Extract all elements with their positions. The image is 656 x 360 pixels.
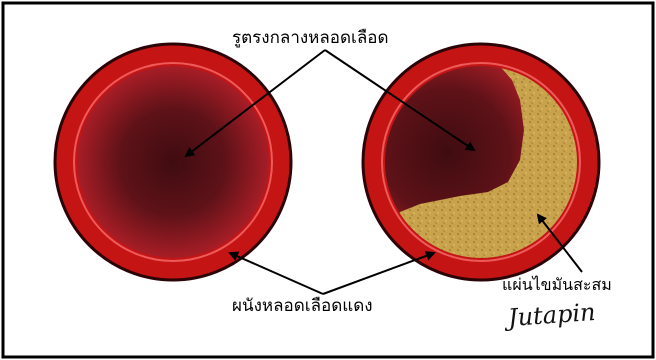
lumen-label: รูตรงกลางหลอดเลือด	[232, 30, 389, 47]
artery-wall-label: ผนังหลอดเลือดแดง	[232, 298, 373, 315]
blocked-artery	[363, 44, 600, 280]
wall-arrow-right	[323, 253, 434, 294]
author-signature: Jutapin	[507, 300, 596, 330]
plaque-label: แผ่นไขมันสะสม	[502, 277, 612, 293]
wall-arrow-left	[230, 253, 323, 294]
healthy-lumen	[77, 66, 269, 258]
healthy-artery	[55, 44, 291, 280]
